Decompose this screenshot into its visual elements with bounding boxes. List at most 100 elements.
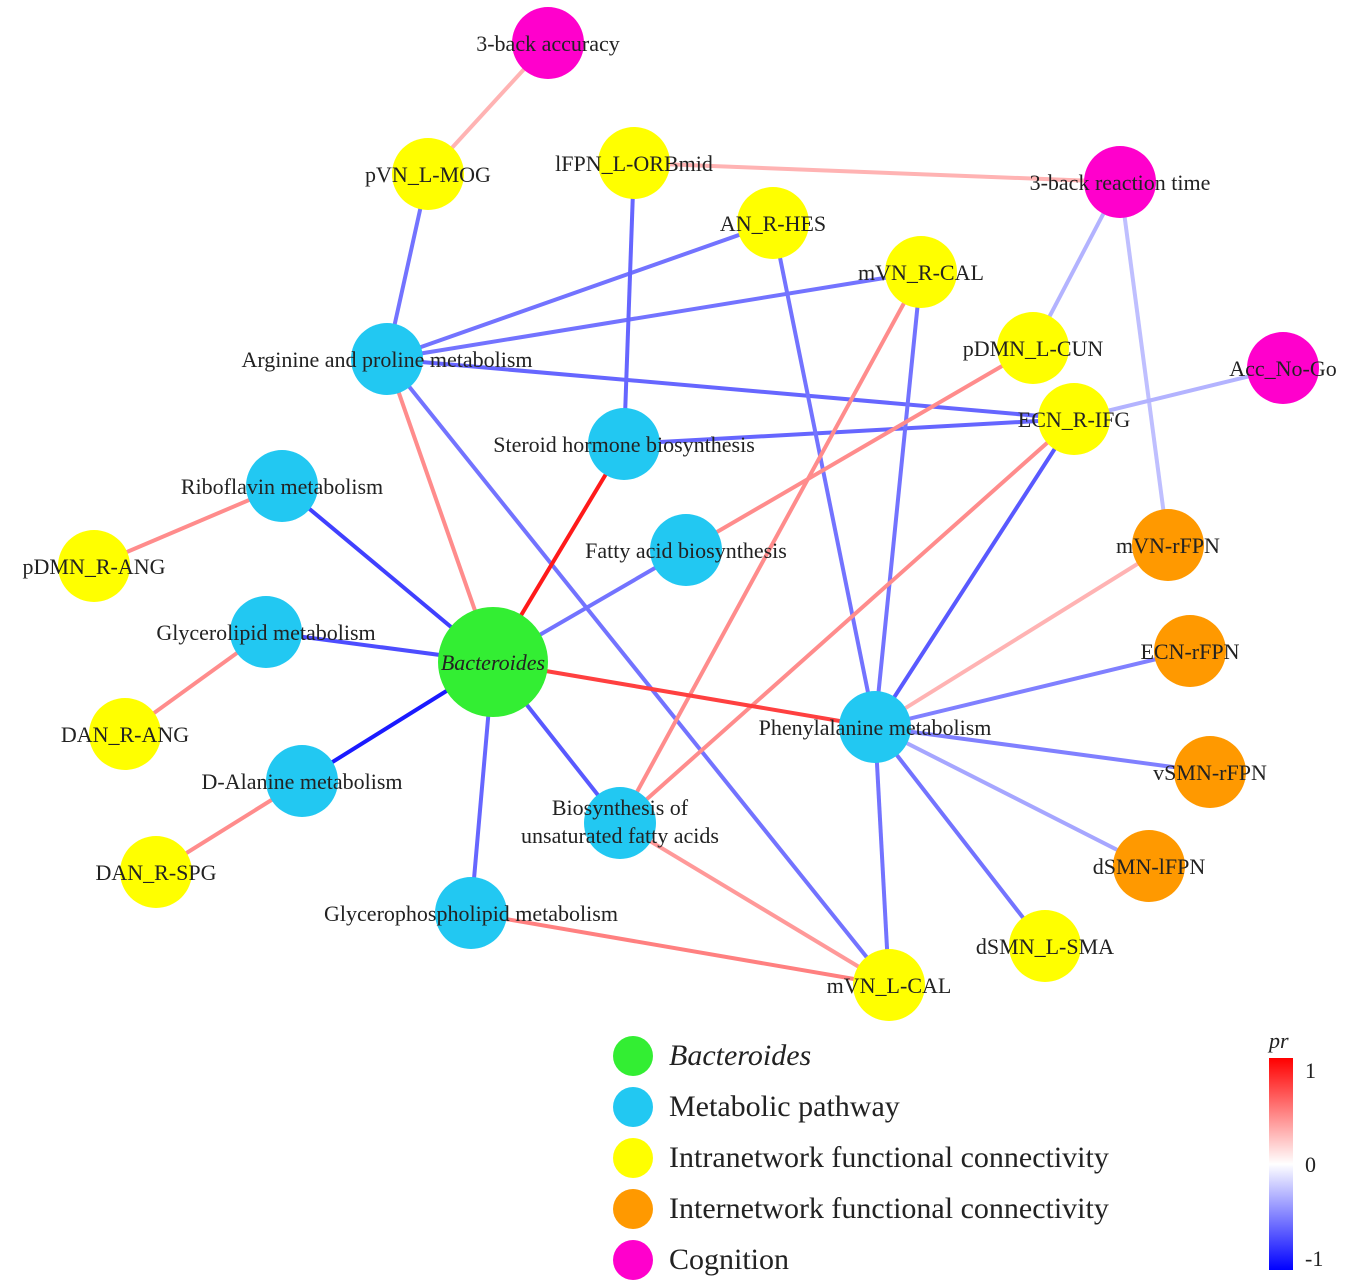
legend-swatch-cognition [613,1239,653,1280]
node-label-lfpn_lorbmid: lFPN_L-ORBmid [555,151,713,176]
colorbar-mid-label: 0 [1305,1152,1316,1177]
legend-item-bacteroides: Bacteroides [613,1030,1213,1081]
legend-item-intranetwork: Intranetwork functional connectivity [613,1132,1213,1183]
node-phenylalanine [839,691,911,763]
node-label-dan_rspg: DAN_R-SPG [95,860,216,885]
node-dalanine [266,745,338,817]
edge-arginine-ecn_rifg [386,357,1075,421]
legend-swatch-bacteroides [613,1035,653,1076]
legend-label-cognition: Cognition [669,1242,790,1276]
node-dsmn_lsma [1009,910,1081,982]
legend-swatch-metabolic [613,1086,653,1127]
edge-phenylalanine-ecn_rfpn [874,649,1191,729]
node-dsmn_lfpn [1113,830,1185,902]
legend-label-internetwork: Internetwork functional connectivity [669,1191,1109,1225]
colorbar-min-label: -1 [1305,1246,1324,1271]
edge-arginine-an_rhes [386,221,774,361]
edge-an_rhes-phenylalanine [771,222,877,728]
node-bacteroides [438,607,548,717]
node-vsmn_rfpn [1174,736,1246,808]
node-steroid [588,408,660,480]
node-ecn_rifg [1038,383,1110,455]
node-label-dalanine: D-Alanine metabolism [201,769,402,794]
legend-item-metabolic: Metabolic pathway [613,1081,1213,1132]
edge-lfpn_lorbmid-nback_rt [633,161,1121,184]
legend: Bacteroides Metabolic pathway Intranetwo… [613,1030,1213,1285]
colorbar-max-label: 1 [1305,1058,1316,1083]
edge-phenylalanine-vsmn_rfpn [874,725,1211,774]
edge-lfpn_lorbmid-steroid [622,162,636,445]
colorbar: pr 1 0 -1 [1267,1028,1355,1278]
node-label-glycerophospholipid: Glycerophospholipid metabolism [324,901,618,926]
edge-phenylalanine-mvn_rfpn [873,543,1170,729]
node-unsat [584,787,656,859]
edge-phenylalanine-dsmn_lsma [873,725,1047,948]
node-label-steroid: Steroid hormone biosynthesis [493,432,755,457]
node-label-acc_nogo: Acc_No-Go [1229,356,1337,381]
legend-swatch-intranetwork [613,1137,653,1178]
edge-ecn_rifg-phenylalanine [873,417,1076,729]
node-fattyacid [650,514,722,586]
node-label-dsmn_lsma: dSMN_L-SMA [976,934,1114,959]
node-label-vsmn_rfpn: vSMN-rFPN [1153,760,1267,785]
node-dan_rspg [120,836,192,908]
edge-steroid-ecn_rifg [623,417,1075,446]
node-label-dan_rang: DAN_R-ANG [61,722,189,747]
node-label-fattyacid: Fatty acid biosynthesis [585,538,787,563]
node-label-ecn_rifg: ECN_R-IFG [1018,407,1131,432]
node-label-nback_rt: 3-back reaction time [1030,170,1211,195]
nodes-layer [58,7,1319,1021]
edge-nback_rt-mvn_rfpn [1118,181,1170,546]
colorbar-gradient [1269,1058,1293,1270]
edge-pdmn_lcun-fattyacid [684,346,1035,552]
legend-label-intranetwork: Intranetwork functional connectivity [669,1140,1109,1174]
legend-swatch-internetwork [613,1188,653,1229]
legend-label-metabolic: Metabolic pathway [669,1089,900,1123]
edge-unsat-mvn_lcal [618,821,891,987]
node-label-arginine: Arginine and proline metabolism [241,347,532,372]
node-label-dsmn_lfpn: dSMN-lFPN [1093,854,1206,879]
node-glycerophospholipid [435,877,507,949]
node-arginine [351,323,423,395]
network-diagram: Bacteroides Arginine and proline metaboli… [23,7,1337,1021]
node-label-nback_acc: 3-back accuracy [476,31,620,56]
node-dan_rang [89,698,161,770]
node-label-mvn_rcal: mVN_R-CAL [858,260,984,285]
node-label-phenylalanine: Phenylalanine metabolism [759,715,992,740]
node-riboflavin [246,450,318,522]
node-mvn_lcal [853,949,925,1021]
node-label-riboflavin: Riboflavin metabolism [181,474,383,499]
node-lfpn_lorbmid [598,127,670,199]
colorbar-title: pr [1269,1028,1289,1053]
edge-ecn_rifg-unsat [618,417,1076,825]
edge-arginine-mvn_lcal [385,357,891,987]
edge-mvn_rcal-phenylalanine [873,271,923,728]
node-label-an_rhes: AN_R-HES [720,211,826,236]
node-glycerolipid [230,596,302,668]
node-mvn_rcal [885,236,957,308]
node-an_rhes [737,187,809,259]
node-acc_nogo [1247,332,1319,404]
edge-mvn_rcal-unsat [618,271,923,824]
node-mvn_rfpn [1132,509,1204,581]
edge-phenylalanine-mvn_lcal [873,726,891,986]
node-pdmn_lcun [997,312,1069,384]
node-nback_rt [1084,146,1156,218]
labels-layer: Bacteroides Arginine and proline metaboli… [23,31,1337,998]
node-label-mvn_rfpn: mVN-rFPN [1116,533,1220,558]
node-label-glycerolipid: Glycerolipid metabolism [156,620,375,645]
edge-arginine-mvn_rcal [386,270,922,361]
node-label-bacteroides: Bacteroides [441,650,545,675]
node-label-pdmn_rang: pDMN_R-ANG [23,554,166,579]
node-label-pvn_lmog: pVN_L-MOG [365,162,491,187]
node-ecn_rfpn [1154,615,1226,687]
edge-glycerophospholipid-mvn_lcal [470,911,890,987]
node-label-pdmn_lcun: pDMN_L-CUN [963,336,1104,361]
legend-item-cognition: Cognition [613,1234,1213,1285]
node-pdmn_rang [58,530,130,602]
node-nback_acc [512,7,584,79]
legend-item-internetwork: Internetwork functional connectivity [613,1183,1213,1234]
legend-label-bacteroides: Bacteroides [669,1038,812,1072]
edge-phenylalanine-dsmn_lfpn [874,725,1150,868]
